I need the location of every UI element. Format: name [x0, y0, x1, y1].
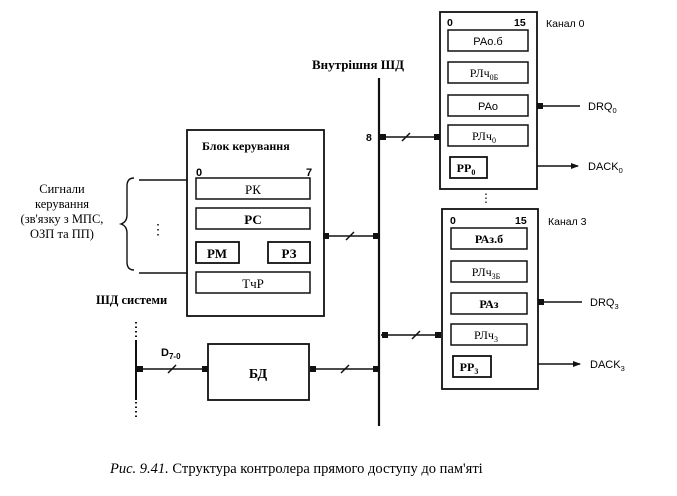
system-bus-label: ШД системи	[96, 293, 167, 307]
svg-text:0: 0	[450, 215, 456, 227]
svg-text:РС: РС	[244, 212, 262, 227]
ch0-reg-mode: РР0	[457, 161, 476, 177]
drq0-label: DRQ0	[588, 101, 617, 115]
control-signals-dots: ⋮	[151, 223, 165, 238]
control-block: Блок керування 0 7 РК РС РМ РЗ ТчР	[186, 129, 325, 317]
channel-3-block: 0 15 Канал 3 РАз.б РЛч3Б РАз РЛч3 РР3	[441, 208, 587, 390]
dack3-label: DACK3	[590, 359, 625, 373]
figure-caption: Рис. 9.41. Структура контролера прямого …	[109, 461, 483, 477]
svg-text:РК: РК	[245, 182, 261, 197]
figure-number: Рис. 9.41.	[109, 461, 169, 477]
internal-bus-width-label: 8	[366, 132, 372, 144]
register-rz: РЗ	[267, 241, 311, 264]
ch3-reg-base-count: РЛч3Б	[472, 265, 501, 281]
figure-title: Структура контролера прямого доступу до …	[169, 461, 483, 477]
internal-bus-label: Внутрішня ШД	[312, 57, 404, 72]
ch0-reg-count: РЛч0	[472, 129, 496, 145]
bus-to-channel-3-link	[381, 330, 441, 340]
channel-0-signals: DRQ0 DACK0	[537, 101, 623, 175]
channel-3-signals: DRQ3 DACK3	[538, 297, 625, 373]
svg-text:ТчР: ТчР	[242, 276, 264, 291]
ch0-reg-addr: РАо	[478, 101, 498, 113]
ch3-reg-addr: РАз	[479, 297, 498, 311]
system-bus: ШД системи D7-0	[96, 293, 208, 418]
brace-icon	[118, 177, 135, 271]
control-block-bit-high: 7	[306, 167, 312, 179]
ch0-reg-base-addr: РАо.б	[473, 36, 502, 48]
register-rk: РК	[195, 177, 311, 200]
svg-text:(зв'язку з МПС,: (зв'язку з МПС,	[21, 212, 104, 226]
channel-gap-dots: ⋮	[480, 191, 492, 205]
svg-text:15: 15	[515, 215, 527, 227]
svg-text:0: 0	[447, 17, 453, 29]
drq3-label: DRQ3	[590, 297, 619, 311]
ch0-reg-base-count: РЛч0Б	[470, 66, 499, 82]
svg-text:керування: керування	[35, 197, 89, 211]
register-rm: РМ	[195, 241, 240, 264]
bus-to-channel-0-link: 8	[366, 132, 440, 144]
ch3-reg-count: РЛч3	[474, 328, 498, 344]
data-buffer-label: БД	[249, 367, 268, 382]
register-rs: РС	[195, 207, 311, 230]
control-block-bit-low: 0	[196, 167, 202, 179]
svg-text:РМ: РМ	[207, 246, 227, 261]
channel-3-title: Канал 3	[548, 216, 587, 228]
ch3-reg-mode: РР3	[460, 360, 479, 376]
data-buffer-block: БД	[207, 343, 310, 401]
control-block-title: Блок керування	[202, 139, 290, 153]
svg-text:ОЗП та ПП): ОЗП та ПП)	[30, 227, 94, 241]
channel-0-title: Канал 0	[546, 18, 585, 30]
ch3-reg-base-addr: РАз.б	[475, 232, 503, 246]
svg-text:Сигнали: Сигнали	[39, 182, 85, 196]
control-to-bus-link	[323, 231, 379, 241]
dack0-label: DACK0	[588, 161, 623, 175]
svg-text:РЗ: РЗ	[282, 246, 297, 261]
svg-text:15: 15	[514, 17, 526, 29]
system-bus-data-label: D7-0	[161, 347, 181, 361]
register-tchr: ТчР	[195, 271, 311, 294]
buffer-to-bus-link	[310, 364, 379, 374]
control-signals: Сигнали керування (зв'язку з МПС, ОЗП та…	[21, 177, 187, 274]
channel-0-block: 0 15 Канал 0 РАо.б РЛч0Б РАо РЛч0 РР0	[439, 11, 585, 190]
